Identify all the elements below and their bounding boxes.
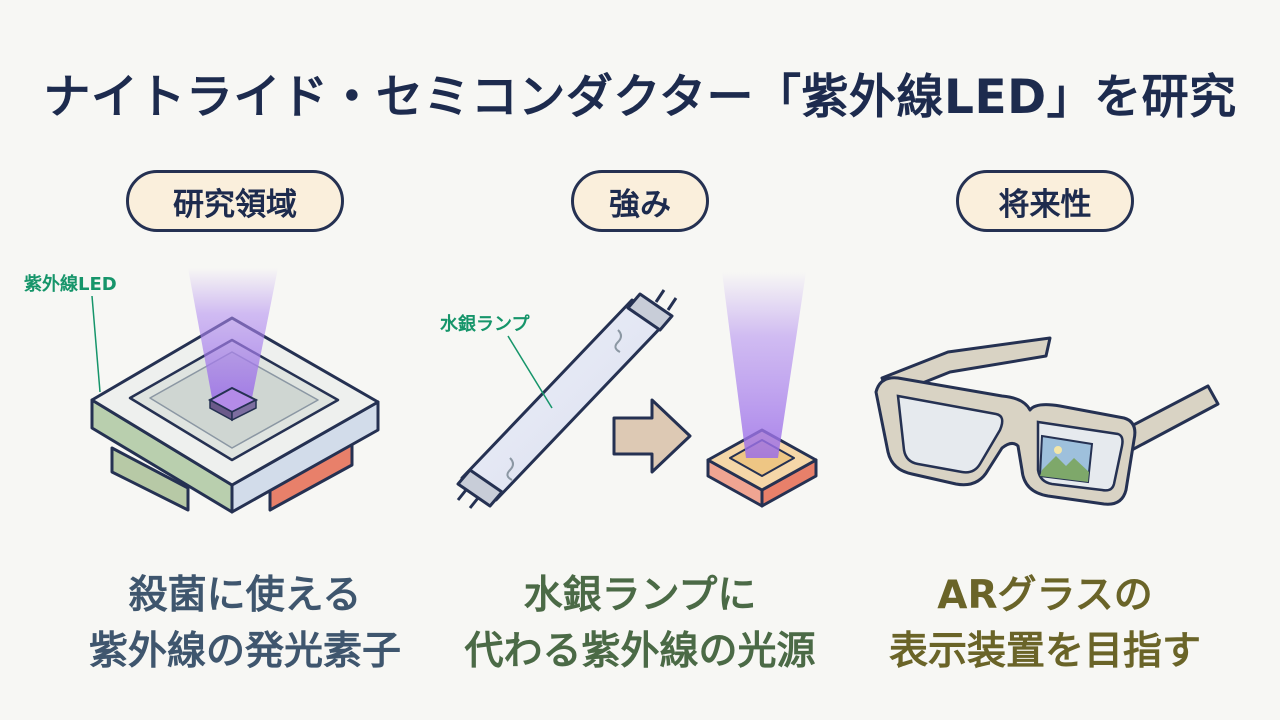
badge-strength: 強み xyxy=(571,170,709,232)
badge-future: 将来性 xyxy=(956,170,1134,232)
caption-future: ARグラスの 表示装置を目指す xyxy=(830,568,1260,680)
mercury-lamp-icon xyxy=(456,289,678,509)
caption-line: ARグラスの xyxy=(937,573,1153,618)
caption-research-area: 殺菌に使える 紫外線の発光素子 xyxy=(20,568,470,680)
image-icon xyxy=(1038,434,1094,484)
caption-line: 表示装置を目指す xyxy=(888,629,1201,674)
caption-line: 紫外線の発光素子 xyxy=(88,629,401,674)
ar-glasses-icon xyxy=(874,336,1220,506)
arrow-right-icon xyxy=(612,398,692,474)
caption-line: 殺菌に使える xyxy=(128,573,362,618)
uv-led-chip-icon xyxy=(90,268,380,514)
callout-line-uv-led xyxy=(91,295,101,393)
small-led-chip-icon xyxy=(706,272,818,508)
caption-line: 代わる紫外線の光源 xyxy=(464,629,816,674)
caption-strength: 水銀ランプに 代わる紫外線の光源 xyxy=(420,568,860,680)
page-title: ナイトライド・セミコンダクター「紫外線LED」を研究 xyxy=(43,70,1237,125)
caption-line: 水銀ランプに xyxy=(523,573,757,618)
callout-line-mercury-lamp xyxy=(507,335,553,409)
callout-uv-led: 紫外線LED xyxy=(24,274,117,295)
callout-mercury-lamp: 水銀ランプ xyxy=(440,314,530,335)
badge-research-area: 研究領域 xyxy=(126,170,344,232)
